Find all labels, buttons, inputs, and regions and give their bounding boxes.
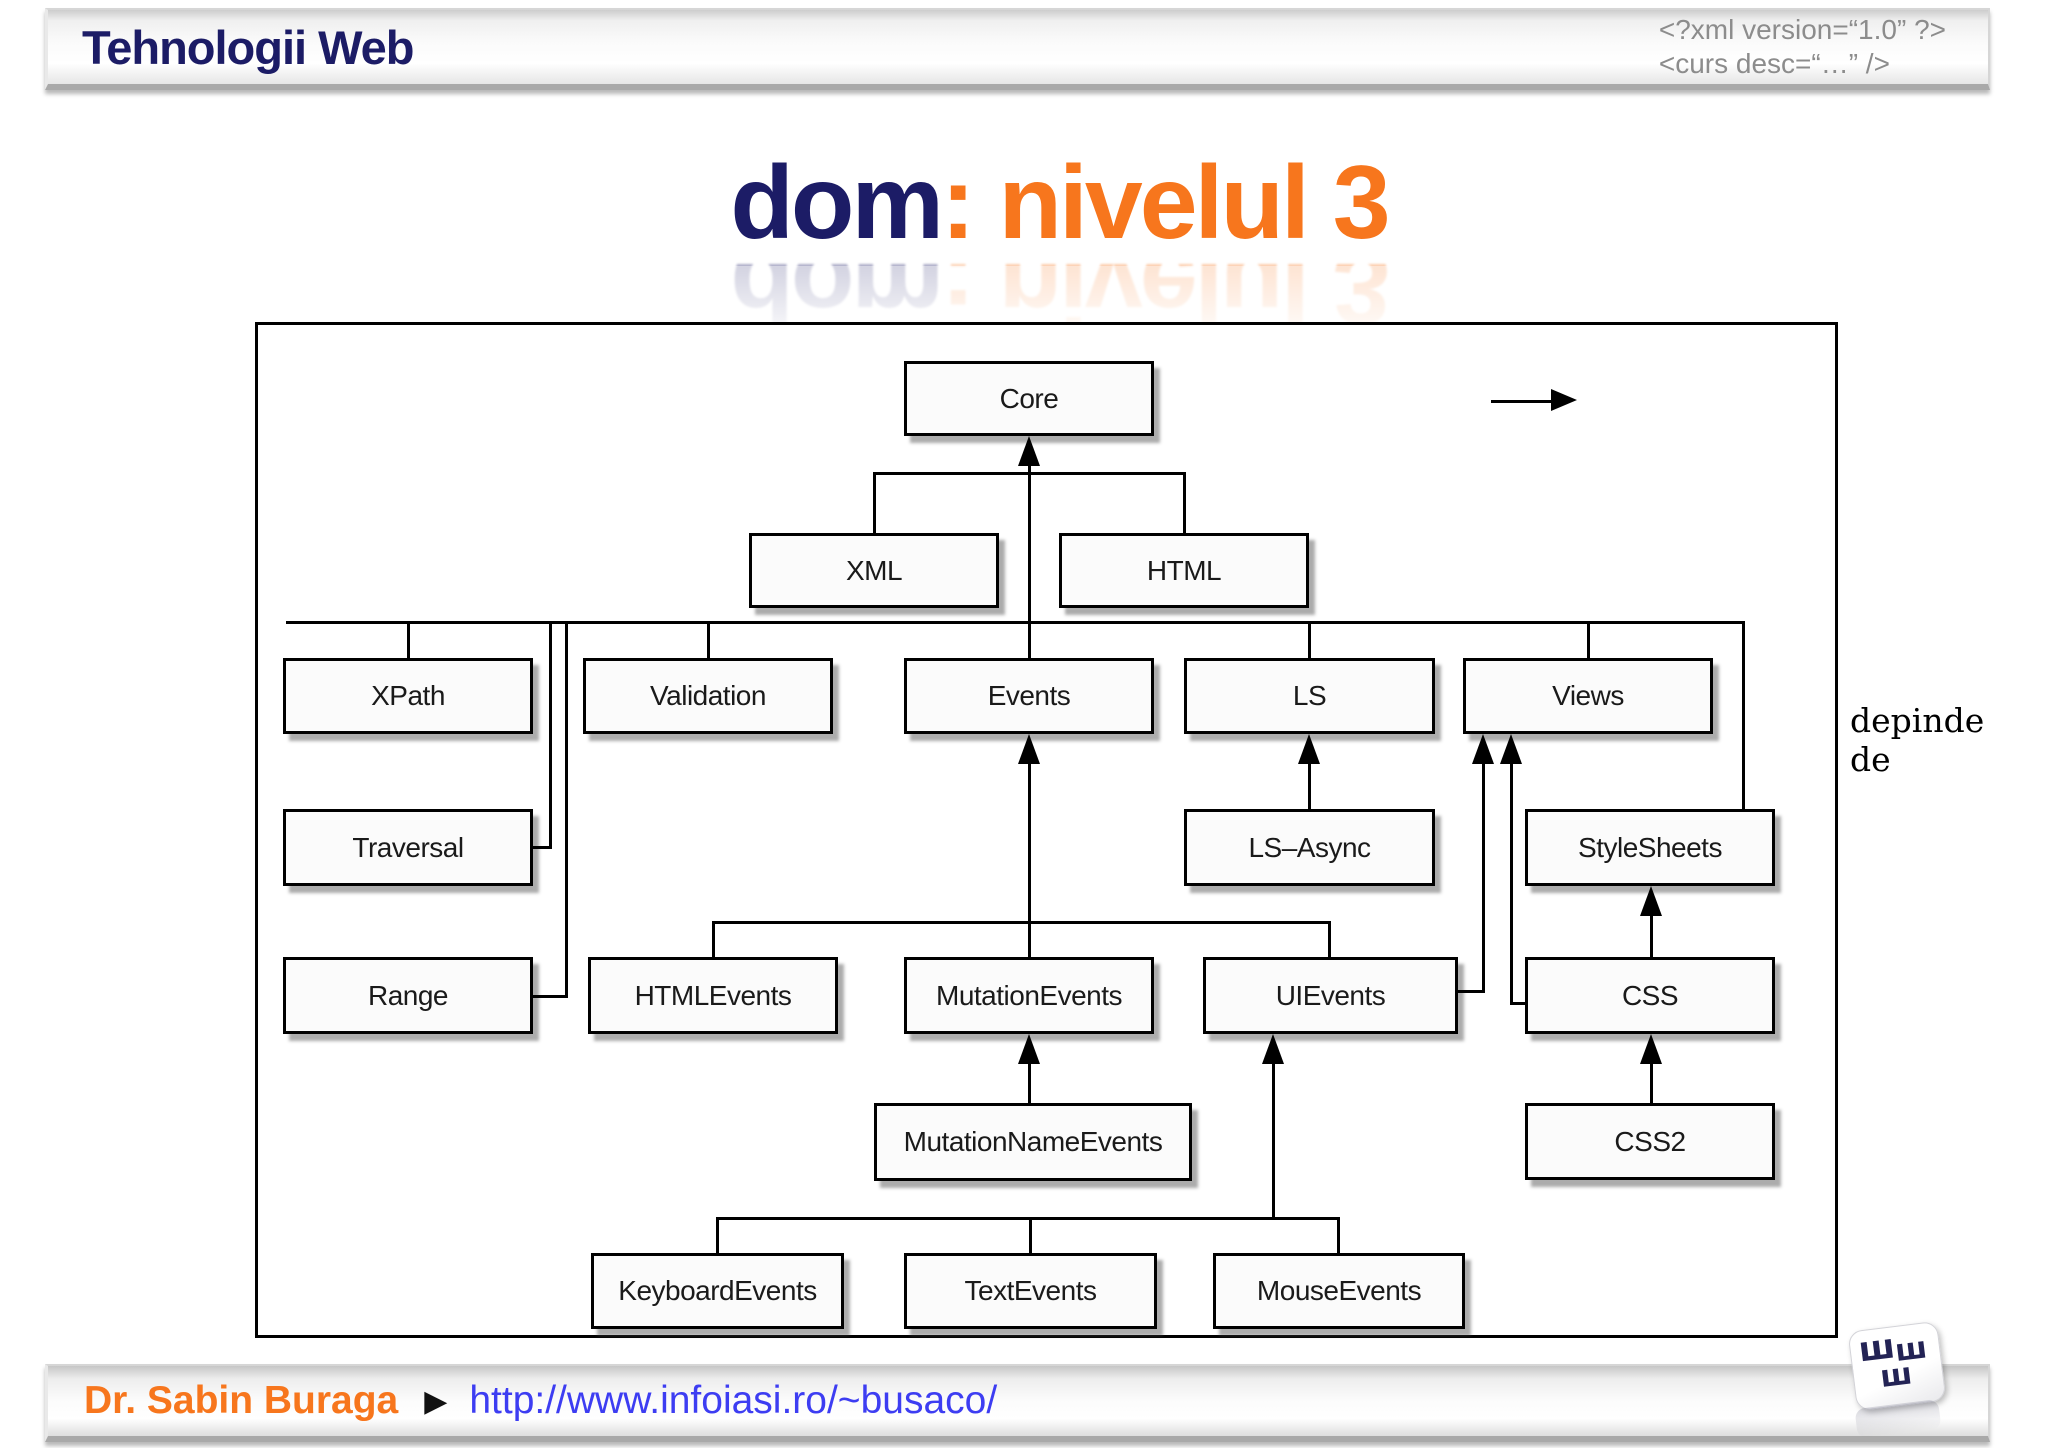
connector-line xyxy=(716,1217,719,1253)
connector-line xyxy=(1650,1047,1653,1103)
logo-badge: ш ш ш xyxy=(1847,1320,1947,1412)
node-mutationnameevents: MutationNameEvents xyxy=(874,1103,1192,1181)
connector-line xyxy=(1028,449,1031,658)
connector-line xyxy=(1491,400,1559,403)
connector-line xyxy=(1650,899,1653,957)
course-title: Tehnologii Web xyxy=(82,20,415,74)
arrowhead-up-icon xyxy=(1640,886,1662,916)
node-events: Events xyxy=(904,658,1154,734)
node-mouseevents: MouseEvents xyxy=(1213,1253,1465,1329)
connector-line xyxy=(565,621,568,998)
header-bar: Tehnologii Web <?xml version=“1.0” ?> <c… xyxy=(45,8,1990,90)
node-textevents: TextEvents xyxy=(904,1253,1157,1329)
xml-snippet-line2: <curs desc=“…” /> xyxy=(1658,48,1890,79)
arrowhead-up-icon xyxy=(1018,436,1040,466)
footer-arrow-icon: ▶ xyxy=(424,1384,448,1418)
connector-line xyxy=(1587,621,1590,658)
connector-line xyxy=(1742,621,1745,809)
connector-line xyxy=(1337,1217,1340,1253)
connector-line xyxy=(1328,921,1331,957)
node-ls: LS xyxy=(1184,658,1435,734)
arrowhead-up-icon xyxy=(1018,734,1040,764)
node-css: CSS xyxy=(1525,957,1775,1034)
header-xml-snippet: <?xml version=“1.0” ?> <curs desc=“…” /> xyxy=(1659,13,1946,81)
arrowhead-right-icon xyxy=(1551,389,1577,411)
node-validation: Validation xyxy=(583,658,833,734)
node-htmlevents: HTMLEvents xyxy=(588,957,838,1034)
connector-line xyxy=(713,921,1330,924)
connector-line xyxy=(707,621,710,658)
connector-line xyxy=(1308,621,1311,658)
node-stylesheets: StyleSheets xyxy=(1525,809,1775,886)
connector-line xyxy=(1029,1217,1032,1253)
node-keyboardevents: KeyboardEvents xyxy=(591,1253,844,1329)
footer-url-link[interactable]: http://www.infoiasi.ro/~busaco/ xyxy=(469,1379,998,1422)
slide-title: dom: nivelul 3 dom: nivelul 3 xyxy=(0,148,2048,358)
connector-line xyxy=(1510,1002,1525,1005)
legend-label: depinde de xyxy=(1850,701,1985,779)
footer-author: Dr. Sabin Buraga xyxy=(84,1379,399,1422)
connector-line xyxy=(549,621,552,849)
title-part-dom: dom xyxy=(730,145,944,261)
node-html: HTML xyxy=(1059,533,1309,608)
node-core: Core xyxy=(904,361,1154,436)
connector-line xyxy=(1183,472,1186,533)
connector-line xyxy=(873,472,876,533)
connector-line xyxy=(1510,746,1513,1004)
title-part-nivelul: : nivelul 3 xyxy=(940,145,1391,261)
xml-snippet-line1: <?xml version=“1.0” ?> xyxy=(1658,14,1946,45)
connector-line xyxy=(533,846,552,849)
node-views: Views xyxy=(1463,658,1713,734)
node-uievents: UIEvents xyxy=(1203,957,1458,1034)
node-xml: XML xyxy=(749,533,999,608)
arrowhead-up-icon xyxy=(1298,734,1320,764)
connector-line xyxy=(533,995,568,998)
node-range: Range xyxy=(283,957,533,1034)
connector-line xyxy=(1272,1047,1275,1217)
connector-line xyxy=(874,472,1184,475)
connector-line xyxy=(1458,990,1485,993)
arrowhead-up-icon xyxy=(1472,734,1494,764)
node-ls-async: LS–Async xyxy=(1184,809,1435,886)
connector-line xyxy=(286,621,1743,624)
node-css2: CSS2 xyxy=(1525,1103,1775,1180)
node-traversal: Traversal xyxy=(283,809,533,886)
arrowhead-up-icon xyxy=(1500,734,1522,764)
footer-bar: Dr. Sabin Buraga ▶ http://www.infoiasi.r… xyxy=(45,1364,1990,1442)
slide-title-text: dom: nivelul 3 xyxy=(0,148,2048,258)
logo-glyph-icon: ш xyxy=(1878,1356,1915,1395)
connector-line xyxy=(717,1217,1339,1220)
connector-line xyxy=(1028,747,1031,957)
arrowhead-up-icon xyxy=(1640,1034,1662,1064)
node-xpath: XPath xyxy=(283,658,533,734)
node-mutationevents: MutationEvents xyxy=(904,957,1154,1034)
connector-line xyxy=(1308,747,1311,809)
connector-line xyxy=(1028,1047,1031,1103)
arrowhead-up-icon xyxy=(1018,1034,1040,1064)
connector-line xyxy=(1482,746,1485,992)
arrowhead-up-icon xyxy=(1262,1034,1284,1064)
connector-line xyxy=(712,921,715,957)
connector-line xyxy=(407,621,410,658)
